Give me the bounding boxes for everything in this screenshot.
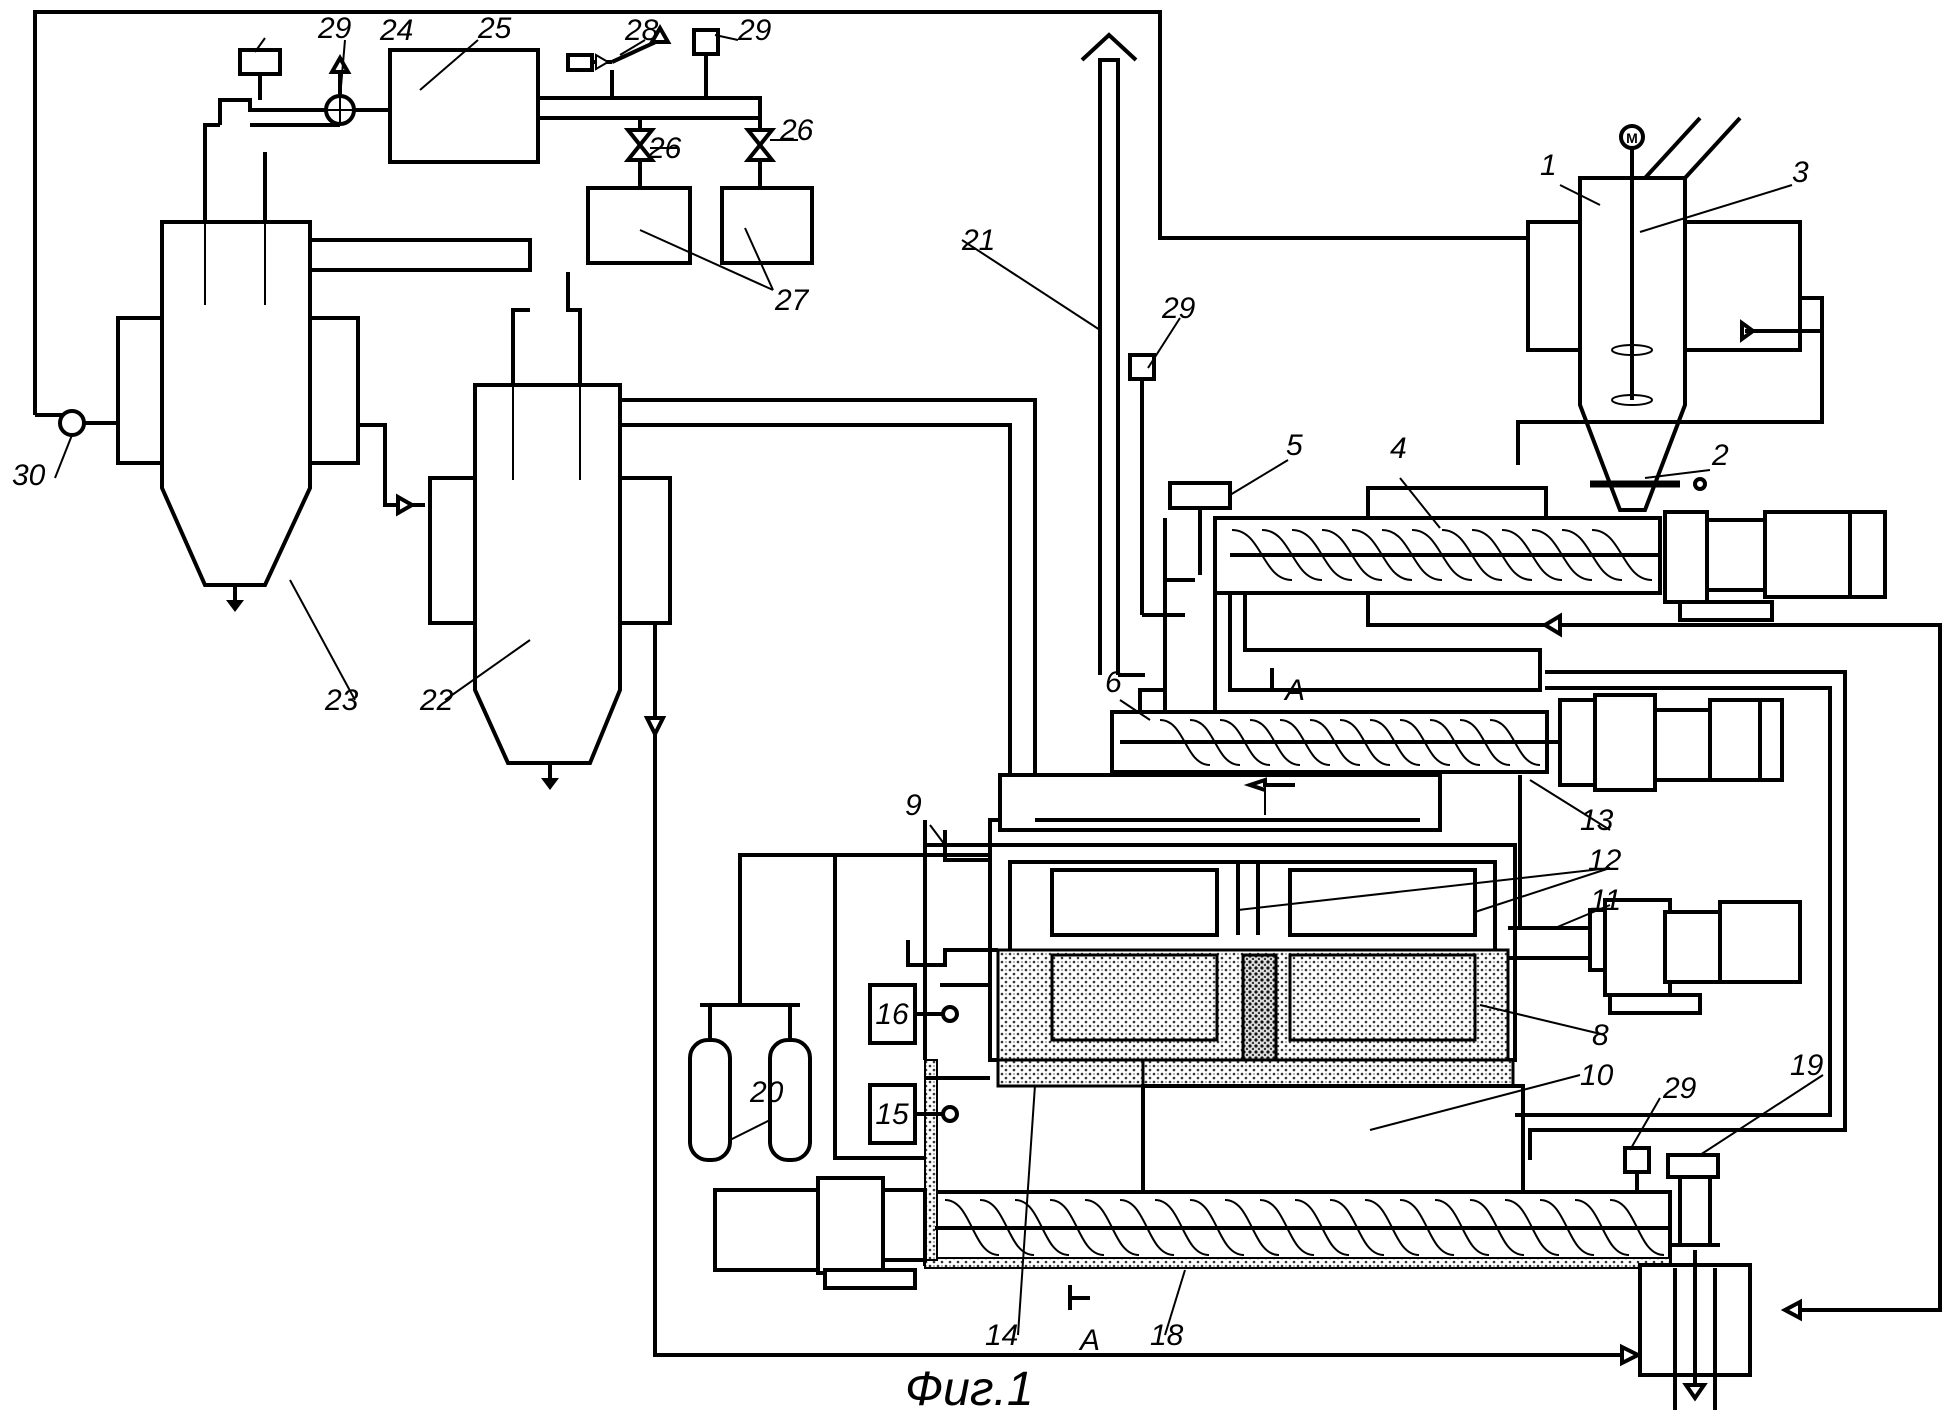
sensor-29-top-right: [692, 28, 720, 98]
shaft-11: [1508, 775, 1595, 960]
valve-26-right: [743, 128, 777, 188]
gas-pipe: [738, 820, 998, 1160]
valve-26-left: [623, 128, 657, 188]
motor-4: [1663, 510, 1887, 622]
transfer-duct: [1138, 580, 1542, 714]
controller-16: 16: [868, 983, 959, 1045]
label-1: 1: [1540, 149, 1557, 182]
label-3: 3: [1792, 156, 1809, 189]
motor-18: [713, 1176, 927, 1290]
label-5: 5: [1286, 429, 1303, 462]
screw-conveyor-4: [1213, 486, 1662, 595]
sensor-29-mid: [1128, 353, 1185, 617]
motor-11: [1588, 898, 1802, 1015]
label-15: 15: [875, 1098, 909, 1131]
label-24: 24: [379, 14, 413, 47]
label-20: 20: [749, 1076, 784, 1109]
sensor-29-top-left: [238, 48, 282, 100]
label-27: 27: [774, 284, 810, 317]
valve-24: [218, 53, 390, 127]
chamber-12-right: [1288, 868, 1477, 937]
gas-cylinders-20: [688, 1003, 812, 1162]
chamber-12-left: [1050, 868, 1219, 937]
condenser-25: [388, 48, 762, 164]
label-10: 10: [1580, 1059, 1614, 1092]
outlet-19: [1638, 1153, 1752, 1410]
label-2: 2: [1711, 439, 1729, 472]
label-18: 18: [1150, 1319, 1184, 1352]
label-16: 16: [875, 998, 909, 1031]
label-26b: 26: [779, 114, 814, 147]
label-13: 13: [1580, 804, 1614, 837]
motor-6: [1558, 693, 1784, 792]
motor-label: М: [1626, 130, 1638, 146]
label-28: 28: [624, 14, 659, 47]
label-21: 21: [961, 224, 995, 257]
pump-30: [58, 409, 118, 437]
label-8: 8: [1592, 1019, 1609, 1052]
label-26a: 26: [647, 132, 682, 165]
callout-numbers: 29 24 25 28 29 26 26 27 29 21 1 3 2 4 5 …: [12, 12, 1824, 1357]
gas-loop: [1515, 670, 1847, 1160]
controller-15: 15: [868, 1083, 959, 1145]
cyclone-23: [116, 123, 532, 612]
screw-conveyor-6: [1110, 710, 1560, 774]
label-19: 19: [1790, 1049, 1824, 1082]
cyclone-22: [428, 272, 1643, 1367]
label-29c: 29: [1161, 292, 1196, 325]
tank-27-left: [586, 186, 692, 265]
figure-caption: Фиг.1: [905, 1363, 1034, 1416]
sensor-29-bottom: [1623, 1146, 1651, 1192]
screw4-return: [1366, 593, 1942, 1322]
heating-bed-8: [996, 948, 1515, 1088]
label-6: 6: [1105, 666, 1122, 699]
label-29a: 29: [317, 12, 352, 45]
label-11: 11: [1590, 884, 1621, 917]
label-22: 22: [419, 684, 454, 717]
label-30: 30: [12, 459, 46, 492]
label-secA-bot: А: [1078, 1324, 1100, 1357]
label-14: 14: [985, 1319, 1018, 1352]
tank-27-right: [720, 186, 814, 265]
leader-lines: [54, 34, 1824, 1336]
label-23: 23: [324, 684, 359, 717]
section-marker-a-bottom: [1068, 1285, 1090, 1310]
label-25: 25: [477, 12, 512, 45]
label-secA-top: А: [1283, 674, 1305, 707]
label-12: 12: [1588, 844, 1622, 877]
screw-conveyor-18: [923, 1059, 1672, 1269]
safety-valve-28: [566, 23, 672, 98]
chamber-13: [998, 773, 1442, 832]
label-29d: 29: [1662, 1072, 1697, 1105]
label-29b: 29: [737, 14, 772, 47]
exhaust-21: [1080, 32, 1145, 677]
label-9: 9: [905, 789, 922, 822]
reactor-1: М: [1516, 116, 1824, 512]
collector-10: [1141, 1084, 1525, 1194]
label-4: 4: [1390, 432, 1407, 465]
